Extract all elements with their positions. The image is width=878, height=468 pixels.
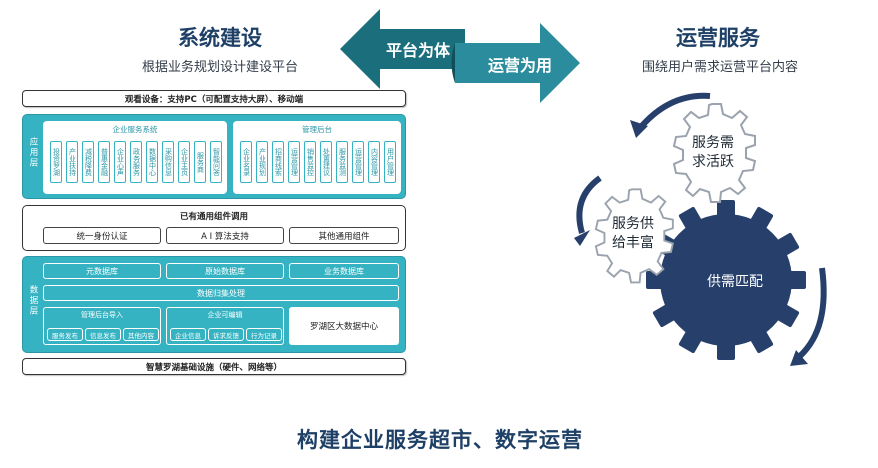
right-title: 运营服务 [676,26,760,50]
enterprise-cell[interactable]: 企业主页 [178,141,190,183]
common-layer-title: 已有通用组件调用 [179,212,248,222]
left-arrow-shape [340,9,465,89]
enterprise-cell[interactable]: 普惠金融 [98,141,110,183]
admin-cell[interactable]: 服务监测 [336,141,348,183]
top-curve-arrow [637,92,711,130]
big-gear [646,200,806,360]
enterprise-cell[interactable]: 服务商 [194,141,206,183]
enterprise-info-btn[interactable]: 企业信息 [170,328,206,341]
enterprise-system-title: 企业服务系统 [112,125,158,134]
right-arrow-label: 运营为用 [487,56,552,75]
enterprise-edit-box: 企业可编辑 企业信息 诉求反馈 行为记录 [166,307,284,345]
admin-cell[interactable]: 企业名录 [240,141,252,183]
behavior-record-btn[interactable]: 行为记录 [246,328,282,341]
left-title: 系统建设 [178,26,262,50]
data-layer-panel: 数据层 元数据库 原始数据库 业务数据库 数据归集处理 管理后台导入 服务发布 … [22,256,406,353]
data-layer-label: 数据层 [28,285,38,317]
feedback-btn[interactable]: 诉求反馈 [208,328,244,341]
enterprise-cell[interactable]: 采购信息 [162,141,174,183]
enterprise-cell[interactable]: 企业心声 [114,141,126,183]
gears-graphic [574,92,827,366]
admin-cell[interactable]: 用户管理 [384,141,396,183]
service-publish-btn[interactable]: 服务发布 [47,328,83,341]
left-curve-arrow [576,175,602,234]
admin-cell[interactable]: 运营管理 [288,141,300,183]
big-data-center-box[interactable]: 罗湖区大数据中心 [289,307,399,345]
admin-cell[interactable]: 招商线索 [272,141,284,183]
enterprise-system-box: 企业服务系统 投资罗湖 产业扶持 减税降费 普惠金融 企业心声 政务服务 数据中… [43,121,227,194]
admin-import-title: 管理后台导入 [81,311,123,319]
left-arrow-label: 平台为体 [385,41,450,60]
arrows-graphic [340,9,580,103]
big-gear-label: 供需匹配 [707,274,763,290]
top-gear-label: 服务需求活跃 [692,135,734,170]
unified-auth-box[interactable]: 统一身份认证 [43,227,161,244]
admin-cell[interactable]: 运营管理 [352,141,364,183]
right-curve-arrow [797,267,827,359]
admin-cell[interactable]: 处置建议 [320,141,332,183]
infrastructure-bar: 智慧罗湖基础设施（硬件、网络等） [22,358,406,375]
left-subtitle: 根据业务规划设计建设平台 [141,60,298,75]
other-components-box[interactable]: 其他通用组件 [289,227,399,244]
enterprise-cell[interactable]: 政务服务 [130,141,142,183]
raw-db[interactable]: 原始数据库 [166,263,284,279]
metadata-db[interactable]: 元数据库 [43,263,161,279]
right-subtitle: 围绕用户需求运营平台内容 [641,60,798,75]
ai-algorithm-box[interactable]: A I 算法支持 [166,227,284,244]
device-bar: 观看设备：支持PC（可配置支持大屏）、移动端 [22,90,406,107]
common-layer-panel: 已有通用组件调用 统一身份认证 A I 算法支持 其他通用组件 [22,205,406,251]
app-layer-panel: 应用层 企业服务系统 投资罗湖 产业扶持 减税降费 普惠金融 企业心声 政务服务… [22,114,406,199]
admin-cell[interactable]: 产业规划 [256,141,268,183]
admin-import-box: 管理后台导入 服务发布 信息发布 其他内容 [43,307,161,345]
middle-gear-label: 服务供给丰富 [612,216,654,251]
admin-backend-title: 管理后台 [302,125,332,134]
enterprise-cell[interactable]: 产业扶持 [66,141,78,183]
enterprise-cell[interactable]: 投资罗湖 [50,141,62,183]
info-publish-btn[interactable]: 信息发布 [85,328,121,341]
app-layer-label: 应用层 [28,137,38,169]
enterprise-cell[interactable]: 减税降费 [82,141,94,183]
admin-backend-box: 管理后台 企业名录 产业规划 招商线索 运营管理 销售监控 处置建议 服务监测 … [233,121,401,194]
bottom-title: 构建企业服务超市、数字运营 [297,428,583,452]
right-arrow-shape [455,23,580,103]
data-process-bar[interactable]: 数据归集处理 [43,285,399,301]
other-content-btn[interactable]: 其他内容 [123,328,159,341]
business-db[interactable]: 业务数据库 [289,263,399,279]
enterprise-cell[interactable]: 智能问答 [210,141,222,183]
admin-cell[interactable]: 内容管理 [368,141,380,183]
admin-cell[interactable]: 销售监控 [304,141,316,183]
enterprise-edit-title: 企业可编辑 [207,311,243,319]
enterprise-cell[interactable]: 数据中心 [146,141,158,183]
